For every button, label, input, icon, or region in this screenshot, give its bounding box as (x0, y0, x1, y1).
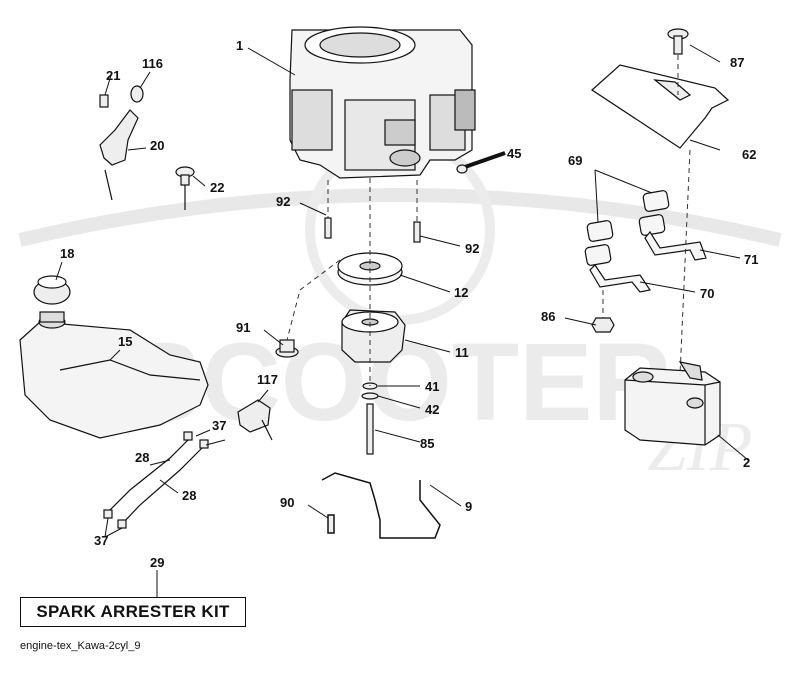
throttle-control-part (99, 85, 144, 201)
bracket-rod-part (321, 472, 441, 539)
leader-lines (55, 44, 749, 597)
bolt-92-parts (324, 217, 421, 243)
fuel-tank-part (19, 311, 209, 439)
callout-2: 2 (743, 455, 750, 470)
callout-12: 12 (454, 285, 468, 300)
callout-37b: 37 (94, 533, 108, 548)
washer-parts (361, 382, 379, 455)
muffler-part (624, 361, 721, 446)
callout-11: 11 (455, 345, 469, 360)
callout-91: 91 (236, 320, 250, 335)
callout-labels: 1 2 9 11 12 15 18 20 21 22 28 28 29 37 3… (60, 38, 758, 570)
callout-20: 20 (150, 138, 164, 153)
callout-117: 117 (257, 372, 278, 387)
plug-22-part (175, 166, 195, 210)
callout-9: 9 (465, 499, 472, 514)
fuel-valve-part (237, 399, 273, 441)
callout-21: 21 (106, 68, 120, 83)
drawing-code: engine-tex_Kawa-2cyl_9 (20, 640, 141, 652)
callout-29: 29 (150, 555, 164, 570)
fuel-line-parts (103, 431, 209, 529)
callout-87: 87 (730, 55, 744, 70)
callout-116: 116 (142, 56, 163, 71)
exhaust-pipe-parts (584, 190, 707, 293)
callout-15: 15 (118, 334, 132, 349)
callout-85: 85 (420, 436, 434, 451)
callout-92b: 92 (465, 241, 479, 256)
callout-62: 62 (742, 147, 756, 162)
bolt-87-part (667, 28, 689, 55)
callout-70: 70 (700, 286, 714, 301)
callout-69: 69 (568, 153, 582, 168)
callout-28a: 28 (135, 450, 149, 465)
callout-18: 18 (60, 246, 74, 261)
callout-86: 86 (541, 309, 555, 324)
assembly-lines (286, 55, 691, 386)
callout-22: 22 (210, 180, 224, 195)
fuel-cap-part (33, 275, 71, 305)
callout-45: 45 (507, 146, 521, 161)
grommet-91-part (275, 339, 299, 358)
callout-71: 71 (744, 252, 758, 267)
callout-42: 42 (425, 402, 439, 417)
spark-arrester-kit-box: SPARK ARRESTER KIT (20, 597, 246, 627)
callout-92a: 92 (276, 194, 290, 209)
nut-86-part (591, 317, 615, 333)
engine-part (289, 26, 476, 179)
callout-1: 1 (236, 38, 243, 53)
callout-37a: 37 (212, 418, 226, 433)
callout-90: 90 (280, 495, 294, 510)
callout-28b: 28 (182, 488, 196, 503)
callout-41: 41 (425, 379, 439, 394)
heat-shield-part (591, 64, 730, 149)
clutch-part (341, 309, 406, 363)
